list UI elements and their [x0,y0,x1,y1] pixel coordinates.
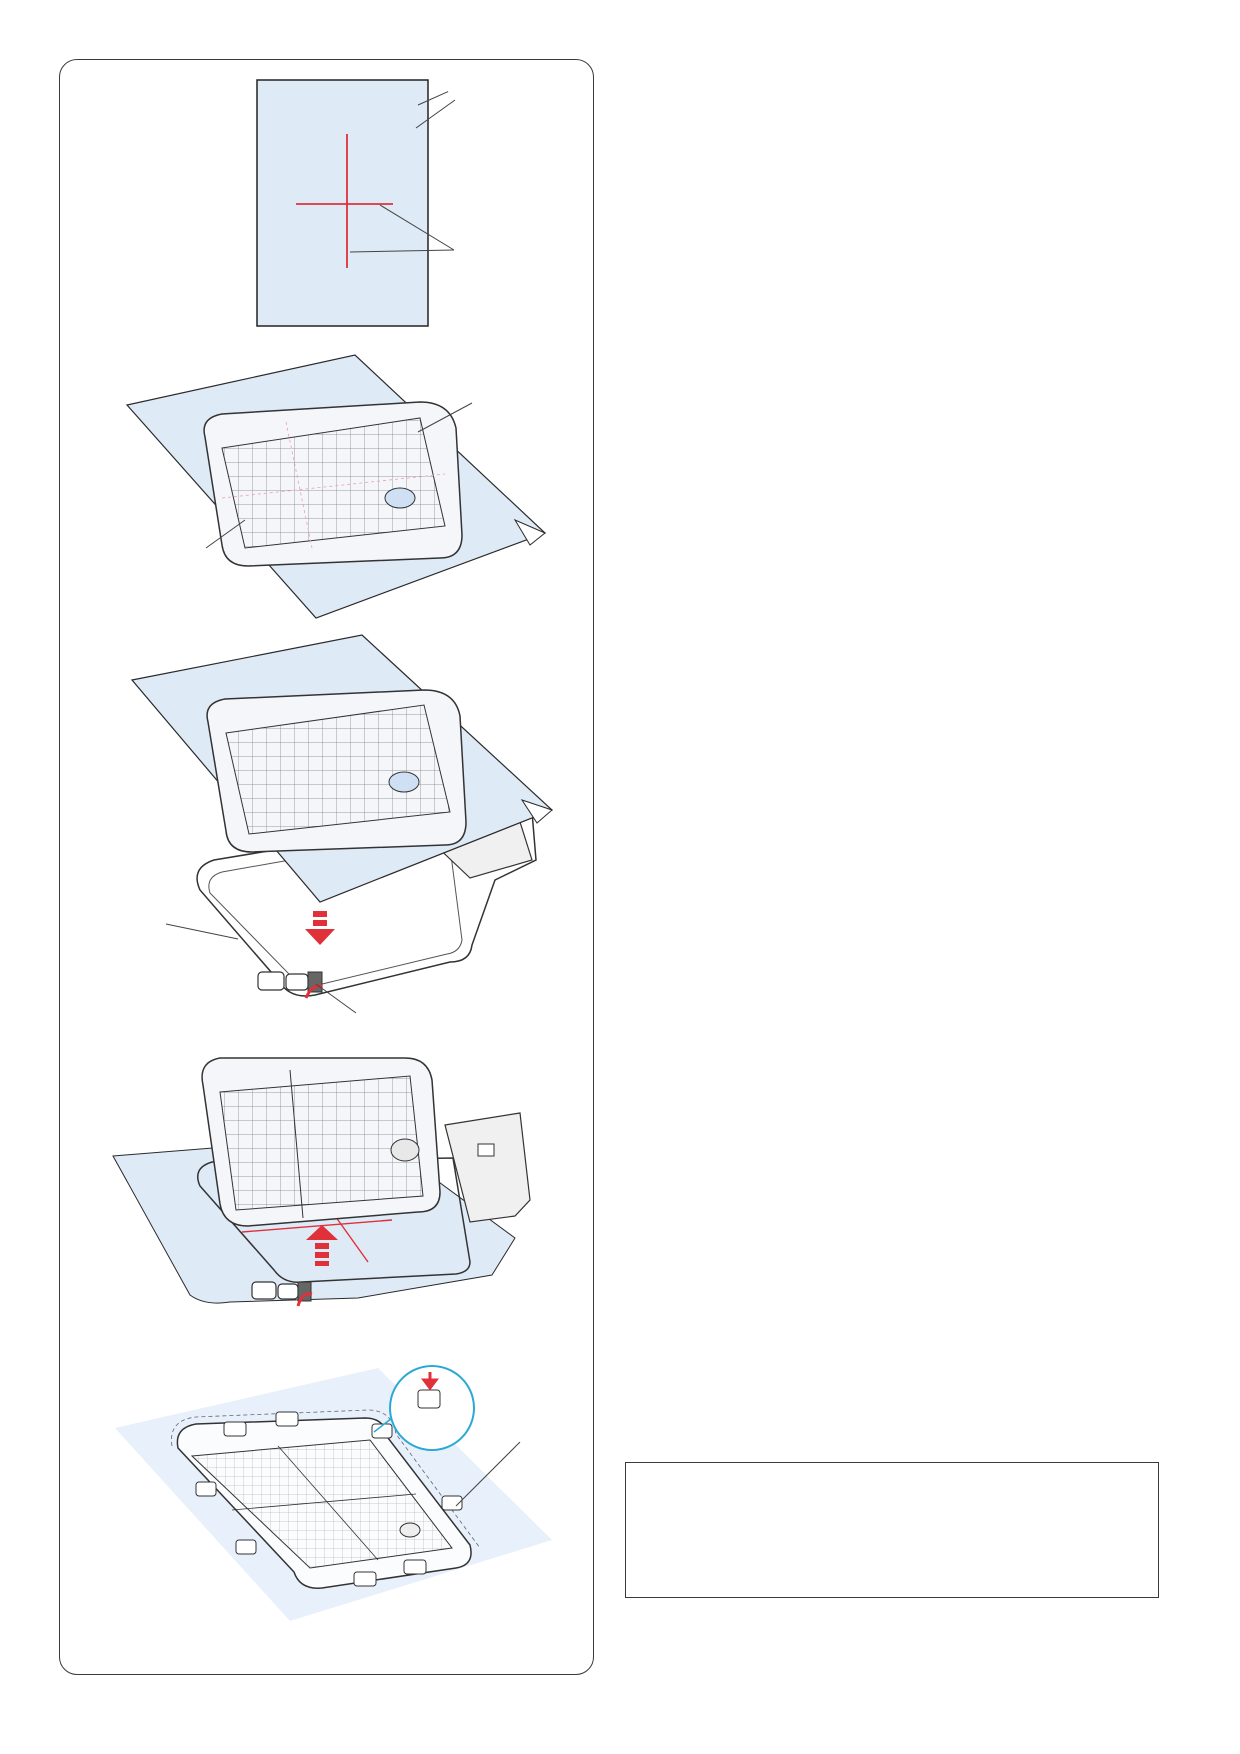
fabric-marking-figure [256,79,456,327]
frame-leader [205,519,246,549]
callout-down-arrow-icon [421,1372,439,1391]
hoop-screw-icon [257,971,323,999]
template-grid [221,417,446,549]
bracket-knob [477,1143,495,1157]
up-arrow-icon [306,1225,338,1266]
lower-inner-hoop-figure [130,634,554,1014]
hoop-bracket [444,1112,531,1223]
template-grid [219,1075,424,1211]
template-center-v [289,1069,304,1219]
template-hole [384,487,416,509]
template-center-h [231,1493,417,1511]
outer-hoop [197,1157,471,1283]
template-hole [399,1522,421,1538]
hoop-screw-icon [251,1281,313,1307]
clamp-leader [455,1441,521,1507]
inner-hoop-leader [165,923,239,940]
callout-clamp-icon [417,1389,441,1409]
fabric-corner-fold [520,799,553,824]
fabric-leader-line [417,91,449,106]
template-center-v [277,1445,379,1561]
centerline-leader-b [349,249,455,253]
centerline-leader-a [379,204,455,251]
template-hole [388,771,420,793]
fabric-centerline-h [241,1219,393,1233]
press-inner-hoop-figure [112,1057,531,1307]
note-box [625,1462,1159,1598]
magnet-clamp-icons [195,1411,463,1587]
template-grid [190,1439,453,1569]
template-leader [417,402,473,433]
finger-icon [390,1138,420,1162]
template-on-fabric-figure [125,354,547,619]
fabric-corner-fold [513,518,546,546]
down-arrow-icon [305,911,335,945]
screw-leader [315,983,357,1014]
callout-connector [373,1417,393,1433]
magnet-clamps-figure [115,1365,552,1621]
template-center-h [221,473,446,499]
fabric-sheet [256,79,429,327]
fabric-leader-line-2 [415,99,456,129]
template-grid [225,704,451,835]
